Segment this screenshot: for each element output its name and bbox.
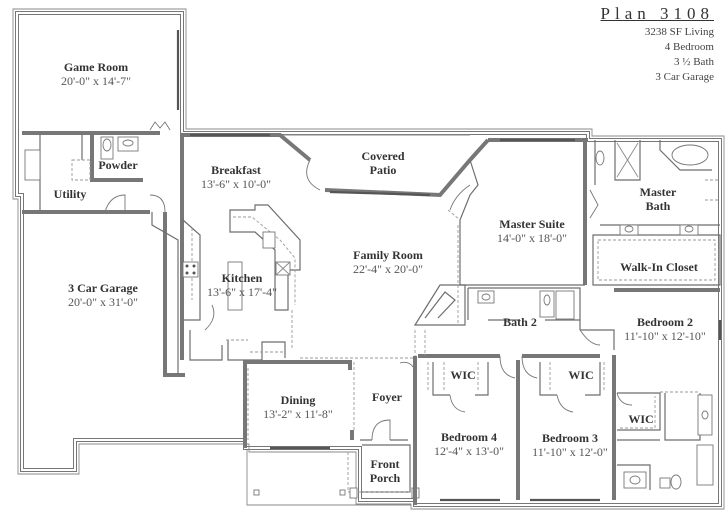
plan-baths: 3 ½ Bath xyxy=(673,56,714,68)
room-dimensions: 20'-0" x 14'-7" xyxy=(60,74,132,88)
room-label-bath-2: Bath 2 xyxy=(503,315,537,329)
room-dimensions: 11'-10" x 12'-10" xyxy=(624,329,706,343)
room-name: WIC xyxy=(628,412,654,426)
room-label-utility: Utility xyxy=(54,187,87,201)
room-name: Family Room xyxy=(353,248,423,262)
room-dimensions: 13'-6" x 17'-4" xyxy=(206,285,278,299)
room-name: Covered xyxy=(361,149,405,163)
room-name: Powder xyxy=(98,158,138,172)
room-name: 3 Car Garage xyxy=(68,281,138,295)
room-label-walk-in-closet: Walk-In Closet xyxy=(620,260,698,274)
room-name: Dining xyxy=(280,393,316,407)
room-name: Bath 2 xyxy=(503,315,537,329)
room-name: Bedroom 3 xyxy=(541,431,599,445)
plan-info: Plan 3108 3238 SF Living 4 Bedroom 3 ½ B… xyxy=(601,4,714,85)
room-name: Front xyxy=(370,457,400,471)
room-name: Kitchen xyxy=(221,271,263,285)
room-name: Bedroom 4 xyxy=(440,430,498,444)
room-name: Bedroom 2 xyxy=(636,315,694,329)
room-dimensions: 12'-4" x 13'-0" xyxy=(433,444,505,458)
room-dimensions: 20'-0" x 31'-0" xyxy=(67,295,139,309)
plan-title: Plan 3108 xyxy=(600,4,714,23)
room-name: Patio xyxy=(369,163,397,177)
exterior-walls xyxy=(12,8,725,510)
plan-living-area: 3238 SF Living xyxy=(644,26,714,38)
room-name: Foyer xyxy=(372,390,402,404)
room-name: Breakfast xyxy=(211,163,261,177)
room-name: Walk-In Closet xyxy=(620,260,698,274)
plan-garage: 3 Car Garage xyxy=(655,71,714,83)
room-label-wic-3: WIC xyxy=(628,412,653,426)
room-dimensions: 13'-2" x 11'-8" xyxy=(263,407,333,421)
room-dimensions: 14'-0" x 18'-0" xyxy=(496,231,568,245)
room-name: Bath xyxy=(645,199,671,213)
plan-bedrooms: 4 Bedroom xyxy=(664,41,714,53)
room-name: Master xyxy=(639,185,677,199)
room-name: Master Suite xyxy=(499,217,565,231)
room-label-foyer: Foyer xyxy=(372,390,402,404)
room-dimensions: 11'-10" x 12'-0" xyxy=(532,445,608,459)
room-name: Porch xyxy=(369,471,401,485)
room-name: Utility xyxy=(53,187,87,201)
room-dimensions: 13'-6" x 10'-0" xyxy=(200,177,272,191)
room-name: Game Room xyxy=(63,60,129,74)
room-name: WIC xyxy=(568,368,594,382)
room-name: WIC xyxy=(450,368,476,382)
room-label-wic-2: WIC xyxy=(568,368,593,382)
room-label-wic-1: WIC xyxy=(450,368,475,382)
room-label-powder: Powder xyxy=(98,158,137,172)
interior-walls xyxy=(22,30,722,506)
room-dimensions: 22'-4" x 20'-0" xyxy=(352,262,424,276)
